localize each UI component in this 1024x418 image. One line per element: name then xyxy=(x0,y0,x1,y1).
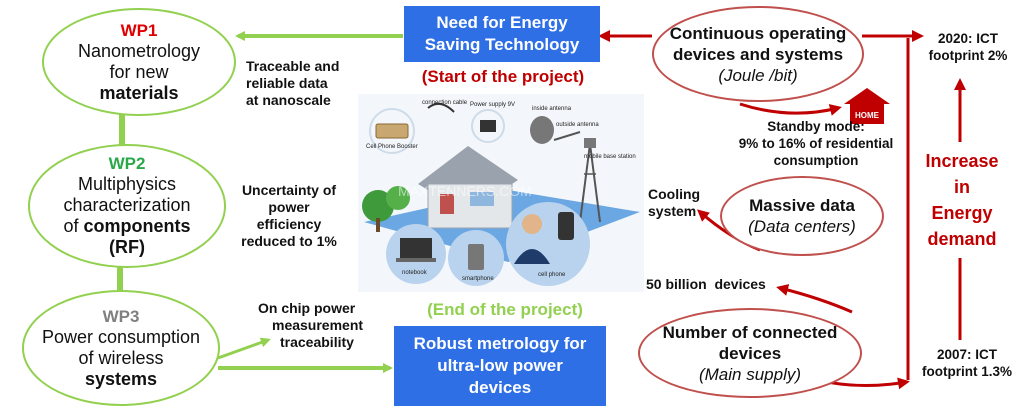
ict-2007-label: 2007: ICT footprint 1.3% xyxy=(914,346,1020,380)
ict2020-l2: footprint 2% xyxy=(928,48,1008,63)
illus-label-inside: inside antenna xyxy=(532,106,572,112)
wp1-ellipse: WP1 Nanometrology for new materials xyxy=(42,8,236,116)
billion-devices-label: 50 billion devices xyxy=(646,276,766,292)
ict2007-l2: footprint 1.3% xyxy=(922,364,1012,379)
need-box-line2: Saving Technology xyxy=(424,35,580,54)
wp1-line1: Nanometrology xyxy=(77,40,201,61)
inside-antenna-icon xyxy=(530,116,554,144)
increase-l3: Energy xyxy=(931,203,993,223)
power-supply-icon xyxy=(480,120,496,132)
person-icon xyxy=(522,214,542,234)
label-wp3-outcome: On chip power measurement traceability xyxy=(258,300,363,351)
increase-l4: demand xyxy=(927,229,997,249)
end-label: (End of the project) xyxy=(427,300,583,319)
need-box-line1: Need for Energy xyxy=(436,13,568,32)
connected-line2: devices xyxy=(718,343,782,363)
cooling-l2: system xyxy=(648,203,697,219)
label-wp1-outcome: Traceable and reliable data at nanoscale xyxy=(246,58,339,109)
illus-label-power: Power supply 9V xyxy=(470,102,515,108)
outside-antenna-icon xyxy=(553,131,581,141)
wp3-line3: systems xyxy=(84,368,158,389)
increase-l1: Increase xyxy=(925,151,999,171)
wp3-line2: of wireless xyxy=(78,347,164,368)
illus-label-booster: Cell Phone Booster xyxy=(366,144,418,150)
wp2-line4: (RF) xyxy=(109,237,145,257)
need-energy-box: Need for Energy Saving Technology xyxy=(404,6,600,62)
arrow-to-billion xyxy=(776,284,853,314)
wp2-title: WP2 xyxy=(108,154,146,173)
label-wp2-l4: reduced to 1% xyxy=(241,233,337,249)
cooling-label: Cooling system xyxy=(648,186,700,220)
illustration: connection cable Power supply 9V inside … xyxy=(358,94,644,292)
label-wp2-outcome: Uncertainty of power efficiency reduced … xyxy=(230,182,348,250)
illus-label-smartphone: smartphone xyxy=(462,276,494,282)
illus-label-notebook: notebook xyxy=(402,270,428,276)
home-icon-label: HOME xyxy=(855,111,880,120)
wp3-ellipse: WP3 Power consumption of wireless system… xyxy=(22,290,220,406)
wp2-line3: of components xyxy=(63,216,190,237)
connected-line3: (Main supply) xyxy=(698,364,802,384)
increase-l2: in xyxy=(954,177,970,197)
label-wp2-l2: power xyxy=(268,199,310,215)
continuous-line3: (Joule /bit) xyxy=(718,65,798,85)
robust-box-line3: devices xyxy=(468,378,532,397)
massive-data-ellipse: Massive data (Data centers) xyxy=(720,176,884,256)
standby-l3: consumption xyxy=(773,153,859,168)
label-wp1-l1: Traceable and xyxy=(246,58,340,74)
home-icon: HOME xyxy=(844,88,890,124)
illus-label-cellphone: cell phone xyxy=(538,272,566,278)
cooling-l1: Cooling xyxy=(648,186,701,202)
booster-icon xyxy=(375,123,409,139)
arrow-to-home xyxy=(739,102,842,116)
wp2-line2: characterization xyxy=(63,195,191,215)
watermark-text: MAXTENNERS.COM xyxy=(398,183,532,199)
label-wp3-l3: traceability xyxy=(280,334,354,350)
continuous-devices-ellipse: Continuous operating devices and systems… xyxy=(652,6,864,102)
illus-label-cable: connection cable xyxy=(422,100,468,106)
wp2-line3-pre: of xyxy=(63,216,84,236)
standby-label: Standby mode: 9% to 16% of residential c… xyxy=(726,118,906,169)
wp1-line3: materials xyxy=(99,82,179,103)
wp1-title: WP1 xyxy=(120,20,158,40)
continuous-line1: Continuous operating xyxy=(669,23,847,43)
robust-metrology-box: Robust metrology for ultra-low power dev… xyxy=(394,326,606,406)
label-wp3-l2: measurement xyxy=(272,317,364,333)
connected-line1: Number of connected xyxy=(662,322,838,342)
wp2-line3-bold: components xyxy=(83,216,191,236)
continuous-line2: devices and systems xyxy=(672,44,844,64)
base-station-icon xyxy=(584,138,596,148)
label-wp2-l3: efficiency xyxy=(256,216,322,232)
wp2-ellipse: WP2 Multiphysics characterization of com… xyxy=(28,144,226,268)
robust-box-line2: ultra-low power xyxy=(437,356,563,375)
ict2020-l1: 2020: ICT xyxy=(937,31,999,46)
wp1-line2: for new xyxy=(109,61,169,82)
label-wp1-l3: at nanoscale xyxy=(246,92,331,108)
smartphone-icon xyxy=(468,244,484,270)
ict-2020-label: 2020: ICT footprint 2% xyxy=(918,30,1018,64)
massive-line1: Massive data xyxy=(749,196,855,215)
standby-l2: 9% to 16% of residential xyxy=(738,136,894,151)
increase-demand-label: Increase in Energy demand xyxy=(912,148,1012,252)
wp2-line1: Multiphysics xyxy=(77,174,177,194)
tree-icon xyxy=(386,186,410,210)
ict2007-l1: 2007: ICT xyxy=(936,347,998,362)
connected-devices-ellipse: Number of connected devices (Main supply… xyxy=(638,308,862,398)
cellphone-icon xyxy=(558,212,574,240)
illus-label-base: mobile base station xyxy=(584,154,636,160)
cable-icon xyxy=(427,102,455,113)
start-label: (Start of the project) xyxy=(421,67,585,86)
standby-l1: Standby mode: xyxy=(767,119,865,134)
label-wp3-l1: On chip power xyxy=(258,300,356,316)
massive-line2: (Data centers) xyxy=(748,217,856,236)
wp3-line1: Power consumption xyxy=(41,326,201,347)
notebook-icon xyxy=(400,238,432,258)
illus-label-outside: outside antenna xyxy=(556,122,599,128)
robust-box-line1: Robust metrology for xyxy=(413,334,587,353)
wp3-title: WP3 xyxy=(102,306,140,326)
arrow-to-traceability xyxy=(217,337,271,360)
label-wp1-l2: reliable data xyxy=(246,75,328,91)
label-wp2-l1: Uncertainty of xyxy=(241,182,337,198)
